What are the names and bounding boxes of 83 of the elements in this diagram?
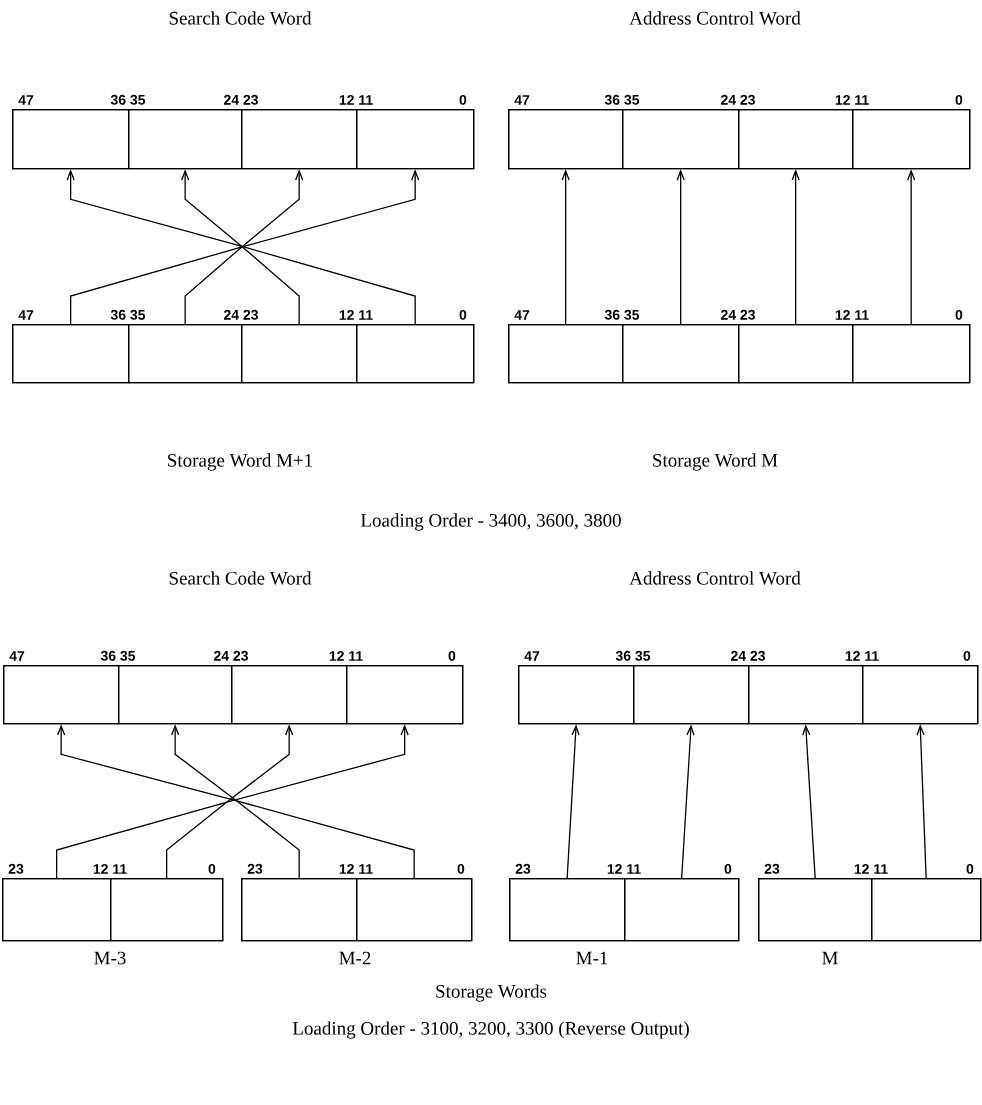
bit-number: 12 11 xyxy=(339,95,373,105)
node-label: Address Control Word xyxy=(629,11,801,25)
arrow xyxy=(907,169,916,325)
bit-number: 12 11 xyxy=(835,95,869,105)
bit-number: 0 xyxy=(724,863,732,874)
caption: Storage Words xyxy=(436,984,547,1002)
bit-number: 36 35 xyxy=(110,309,146,320)
cell xyxy=(509,878,626,942)
cell xyxy=(3,665,120,725)
cell xyxy=(862,665,979,725)
arrow xyxy=(561,169,570,325)
node-label: M-2 xyxy=(339,951,371,965)
bit-number: 12 11 xyxy=(845,651,879,661)
cell xyxy=(241,324,358,384)
arrow xyxy=(681,724,695,879)
arrow xyxy=(791,169,800,325)
cell xyxy=(231,665,348,725)
node-label: Storage Word M xyxy=(653,453,778,471)
cell xyxy=(128,109,243,170)
cell xyxy=(871,878,982,942)
caption: Loading Order - 3100, 3200, 3300 (Reverse Output) xyxy=(292,1021,689,1039)
bit-number: 23 xyxy=(247,863,263,874)
cell xyxy=(852,324,971,384)
cell xyxy=(356,324,475,384)
bit-number: 12 11 xyxy=(329,651,363,661)
cell xyxy=(12,109,130,170)
cell xyxy=(622,324,740,384)
cell xyxy=(748,665,864,725)
caption: Loading Order - 3400, 3600, 3800 xyxy=(360,513,621,531)
arrow xyxy=(566,724,580,879)
cell xyxy=(241,878,358,942)
cell xyxy=(356,878,473,942)
cell xyxy=(508,324,624,384)
bit-number: 0 xyxy=(459,309,467,320)
bit-number: 0 xyxy=(208,863,216,874)
cell xyxy=(241,109,358,170)
bit-number: 0 xyxy=(459,94,467,105)
bit-number: 36 35 xyxy=(604,309,640,320)
bit-number: 24 23 xyxy=(731,650,765,661)
cell xyxy=(518,665,635,725)
bit-number: 24 23 xyxy=(721,94,755,105)
bit-number: 24 23 xyxy=(721,309,755,320)
bit-number: 47 xyxy=(514,310,530,320)
node-label: M-3 xyxy=(94,951,126,965)
cell xyxy=(852,109,971,170)
cell xyxy=(346,665,464,725)
cell xyxy=(738,324,854,384)
node-label: M-1 xyxy=(576,951,608,965)
node-label: Address Control Word xyxy=(629,571,801,585)
node-label: Search Code Word xyxy=(169,571,312,585)
bit-number: 23 xyxy=(764,863,780,874)
bit-number: 12 11 xyxy=(854,864,888,874)
cell xyxy=(110,878,224,942)
cell xyxy=(2,878,112,942)
cell xyxy=(128,324,243,384)
node-label: Storage Word M+1 xyxy=(168,453,313,471)
bit-number: 12 11 xyxy=(339,864,373,874)
cell xyxy=(633,665,750,725)
bit-number: 36 35 xyxy=(615,650,651,661)
bit-number: 12 11 xyxy=(339,310,373,320)
cell xyxy=(758,878,873,942)
cell xyxy=(624,878,740,942)
bit-number: 47 xyxy=(514,95,530,105)
cell xyxy=(622,109,740,170)
node-label: M xyxy=(822,951,838,965)
cell xyxy=(738,109,854,170)
cell xyxy=(356,109,475,170)
cell xyxy=(12,324,130,384)
cell xyxy=(118,665,233,725)
arrow xyxy=(916,724,927,879)
bit-number: 24 23 xyxy=(213,650,248,661)
arrow xyxy=(802,724,816,879)
node-label: Search Code Word xyxy=(169,11,312,25)
bit-number: 36 35 xyxy=(110,94,146,105)
arrow xyxy=(676,169,685,325)
cell xyxy=(508,109,624,170)
bit-number: 36 35 xyxy=(100,650,136,661)
bit-number: 36 35 xyxy=(604,94,640,105)
bit-number: 12 11 xyxy=(835,310,869,320)
bit-number: 24 23 xyxy=(223,309,258,320)
bit-number: 24 23 xyxy=(223,94,258,105)
bit-number: 12 11 xyxy=(607,864,641,874)
bit-number: 12 11 xyxy=(93,864,127,874)
